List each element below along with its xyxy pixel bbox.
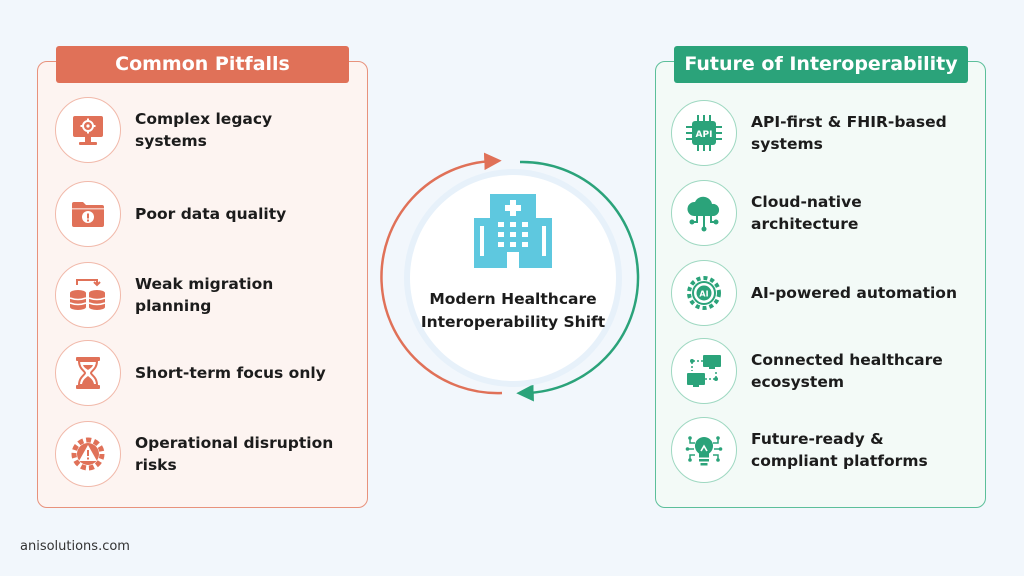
pitfall-label: Operational disruption risks: [135, 434, 334, 474]
pitfall-item: Short-term focus only: [55, 340, 335, 406]
future-label: Connected healthcare ecosystem: [751, 351, 943, 391]
connected-devices-icon: [671, 338, 737, 404]
pitfall-item: Complex legacy systems: [55, 97, 335, 163]
svg-text:AI: AI: [699, 290, 708, 299]
future-label: Future-ready & compliant platforms: [751, 430, 928, 470]
future-item: Connected healthcare ecosystem: [671, 338, 966, 404]
future-item: AI AI-powered automation: [671, 260, 966, 326]
future-item: Cloud-native architecture: [671, 180, 966, 246]
pitfall-item: Operational disruption risks: [55, 421, 335, 487]
center-label: Modern Healthcare Interoperability Shift: [420, 290, 606, 331]
pitfall-item: Weak migration planning: [55, 262, 335, 328]
future-label: AI-powered automation: [751, 284, 957, 302]
future-label: Cloud-native architecture: [751, 193, 862, 233]
database-migration-icon: [55, 262, 121, 328]
pitfall-item: Poor data quality: [55, 181, 335, 247]
future-item: Future-ready & compliant platforms: [671, 417, 966, 483]
svg-text:API: API: [696, 130, 713, 140]
future-header: Future of Interoperability: [674, 46, 968, 83]
future-label: API-first & FHIR-based systems: [751, 113, 947, 153]
pitfall-label: Poor data quality: [135, 205, 287, 223]
pitfall-label: Complex legacy systems: [135, 110, 273, 150]
folder-alert-icon: [55, 181, 121, 247]
cloud-network-icon: [671, 180, 737, 246]
ai-gear-icon: AI: [671, 260, 737, 326]
lightbulb-circuit-icon: [671, 417, 737, 483]
future-item: API API-first & FHIR-based systems: [671, 100, 966, 166]
footer-website: anisolutions.com: [20, 539, 130, 554]
gear-warning-icon: [55, 421, 121, 487]
pitfall-label: Short-term focus only: [135, 364, 326, 382]
pitfall-label: Weak migration planning: [135, 275, 274, 315]
api-chip-icon: API: [671, 100, 737, 166]
hourglass-icon: [55, 340, 121, 406]
cycle-arrows: [380, 152, 640, 402]
legacy-system-icon: [55, 97, 121, 163]
pitfalls-header: Common Pitfalls: [56, 46, 349, 83]
hospital-icon: [474, 194, 552, 268]
